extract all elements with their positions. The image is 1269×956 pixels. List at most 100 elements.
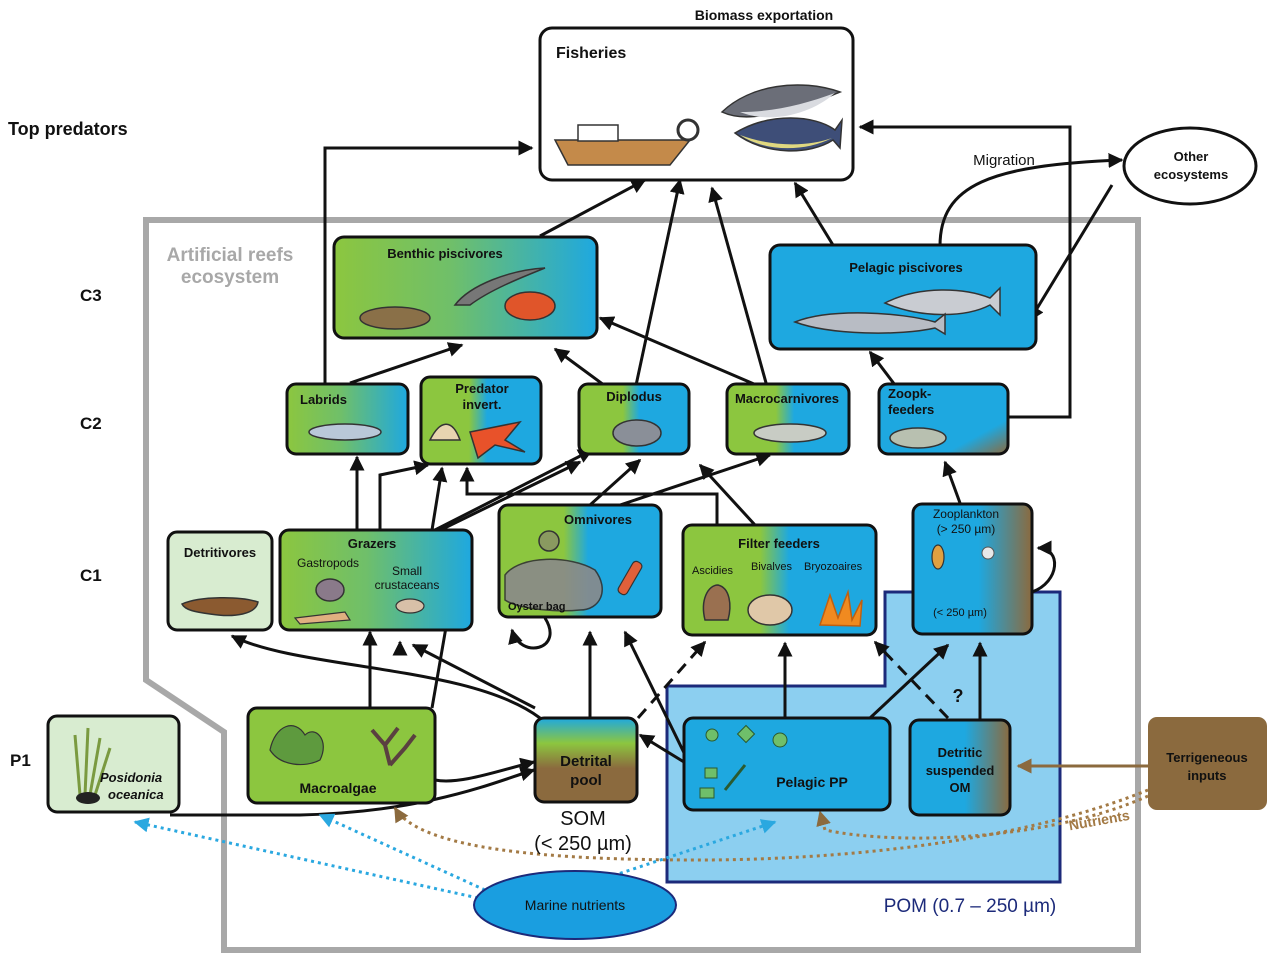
grazers-sub2-line2: crustaceans bbox=[375, 578, 440, 592]
pelagic-pp-title: Pelagic PP bbox=[776, 774, 848, 790]
bivalve-icon bbox=[747, 594, 793, 626]
filter-feeders-node: Filter feeders Ascidies Bivalves Bryozoa… bbox=[681, 523, 878, 637]
green-algae-icon bbox=[269, 725, 324, 766]
question-mark: ? bbox=[953, 686, 964, 706]
zoopk-feeders-line1: Zoopk- bbox=[888, 386, 931, 401]
macrocarnivores-title: Macrocarnivores bbox=[735, 391, 839, 406]
perch-icon bbox=[889, 427, 947, 449]
detritivores-title: Detritivores bbox=[184, 545, 256, 560]
copepod-icon bbox=[931, 544, 945, 570]
other-ecosystems-line2: ecosystems bbox=[1154, 167, 1228, 182]
macroalgae-node: Macroalgae bbox=[246, 706, 437, 805]
diplodus-title: Diplodus bbox=[606, 389, 662, 404]
other-ecosystems-node: Other ecosystems bbox=[1122, 126, 1258, 206]
marine-nutrients-node: Marine nutrients bbox=[473, 870, 677, 940]
flatfish-icon bbox=[359, 306, 431, 330]
macrocarnivores-node: Macrocarnivores bbox=[725, 382, 851, 456]
omnivores-title: Omnivores bbox=[564, 512, 632, 527]
other-ecosystems-line1: Other bbox=[1174, 149, 1209, 164]
biomass-export-label: Biomass exportation bbox=[695, 7, 833, 23]
pom-label: POM (0.7 – 250 µm) bbox=[884, 896, 1057, 917]
seabass-icon bbox=[753, 423, 827, 443]
posidonia-line1: Posidonia bbox=[100, 770, 162, 785]
posidonia-line2: oceanica bbox=[108, 787, 164, 802]
larva-icon bbox=[981, 546, 995, 560]
ecosystem-frame bbox=[143, 217, 1141, 953]
omnivores-node: Omnivores Oyster bag bbox=[497, 503, 663, 619]
gastropod-shell-icon bbox=[293, 611, 352, 625]
pelagic-piscivores-node: Pelagic piscivores bbox=[768, 243, 1038, 351]
gastropod-icon bbox=[315, 578, 345, 602]
starfish-icon bbox=[469, 420, 526, 460]
labrids-node: Labrids bbox=[285, 382, 410, 456]
tuna-icon bbox=[733, 117, 843, 152]
barracuda-icon bbox=[792, 312, 946, 336]
oyster-bag-icon bbox=[504, 558, 603, 612]
rhizome-icon bbox=[76, 792, 100, 804]
filter-feeders-sub3: Bryozoaires bbox=[804, 561, 863, 573]
boat-icon bbox=[553, 118, 700, 166]
level-c1: C1 bbox=[80, 566, 102, 585]
sea-cucumber-icon bbox=[180, 596, 259, 617]
grazers-node: Grazers Gastropods Small crustaceans bbox=[278, 528, 474, 632]
labrids-title: Labrids bbox=[300, 392, 347, 407]
posidonia-node: Posidonia oceanica bbox=[46, 714, 181, 814]
level-p1: P1 bbox=[10, 751, 31, 770]
detritic-om-line3: OM bbox=[950, 780, 971, 795]
fisheries-node: Fisheries bbox=[538, 26, 855, 182]
ecosystem-label-line1: Artificial reefs bbox=[167, 245, 294, 266]
grazers-sub1: Gastropods bbox=[297, 556, 359, 570]
scorpionfish-icon bbox=[504, 291, 556, 321]
zooplankton-node: Zooplankton (> 250 µm) (< 250 µm) bbox=[911, 502, 1034, 636]
shell-icon bbox=[428, 423, 462, 441]
zooplankton-line1: Zooplankton bbox=[933, 507, 999, 521]
detritivores-node: Detritivores bbox=[166, 530, 274, 632]
grazers-sub2-line1: Small bbox=[392, 564, 422, 578]
phytoplankton-icon bbox=[699, 724, 788, 799]
pelagic-piscivores-title: Pelagic piscivores bbox=[849, 260, 962, 275]
dolphin-icon bbox=[720, 84, 843, 118]
marine-nutrients-label: Marine nutrients bbox=[525, 897, 625, 913]
benthic-piscivores-node: Benthic piscivores bbox=[332, 235, 599, 340]
mackerel-icon bbox=[883, 286, 1001, 317]
predator-invert-node: Predator invert. bbox=[419, 375, 543, 466]
zooplankton-line2: (> 250 µm) bbox=[937, 522, 996, 536]
shrimp-icon bbox=[617, 560, 643, 596]
amphipod-icon bbox=[395, 598, 425, 614]
crab-icon bbox=[538, 530, 560, 552]
nutrients-label: Nutrients bbox=[1067, 807, 1131, 833]
detritic-om-line2: suspended bbox=[926, 763, 995, 778]
detritic-om-line1: Detritic bbox=[938, 745, 983, 760]
seagrass-icon bbox=[73, 727, 112, 796]
zooplankton-line3: (< 250 µm) bbox=[933, 607, 987, 619]
red-algae-icon bbox=[370, 726, 417, 767]
zoopk-feeders-line2: feeders bbox=[888, 402, 934, 417]
oyster-bag-label: Oyster bag bbox=[508, 601, 565, 613]
predator-invert-line1: Predator bbox=[455, 381, 508, 396]
detrital-pool-line2: pool bbox=[570, 772, 602, 789]
filter-feeders-sub2: Bivalves bbox=[751, 561, 792, 573]
detritic-om-node: Detritic suspended OM bbox=[908, 718, 1012, 817]
migration-label: Migration bbox=[973, 152, 1035, 169]
pelagic-pp-node: Pelagic PP bbox=[682, 716, 892, 812]
filter-feeders-sub1: Ascidies bbox=[692, 565, 733, 577]
benthic-piscivores-title: Benthic piscivores bbox=[387, 246, 503, 261]
detrital-pool-line1: Detrital bbox=[560, 753, 612, 770]
detrital-pool-node: Detrital pool bbox=[533, 716, 639, 804]
macroalgae-title: Macroalgae bbox=[299, 780, 376, 796]
predator-invert-line2: invert. bbox=[462, 397, 501, 412]
terrigeneous-line2: inputs bbox=[1188, 768, 1227, 783]
ecosystem-label-line2: ecosystem bbox=[181, 267, 279, 288]
eel-icon bbox=[453, 267, 546, 306]
fisheries-title: Fisheries bbox=[556, 45, 626, 62]
diplodus-node: Diplodus bbox=[577, 382, 691, 456]
level-c2: C2 bbox=[80, 414, 102, 433]
som-label-line2: (< 250 µm) bbox=[534, 833, 632, 855]
level-c3: C3 bbox=[80, 286, 102, 305]
zoopk-feeders-node: Zoopk- feeders bbox=[877, 382, 1010, 456]
bryozoan-icon bbox=[818, 589, 863, 627]
terrigeneous-inputs-node: Terrigeneous inputs bbox=[1148, 717, 1267, 810]
bream-icon bbox=[612, 419, 662, 447]
ascidian-icon bbox=[702, 584, 731, 621]
